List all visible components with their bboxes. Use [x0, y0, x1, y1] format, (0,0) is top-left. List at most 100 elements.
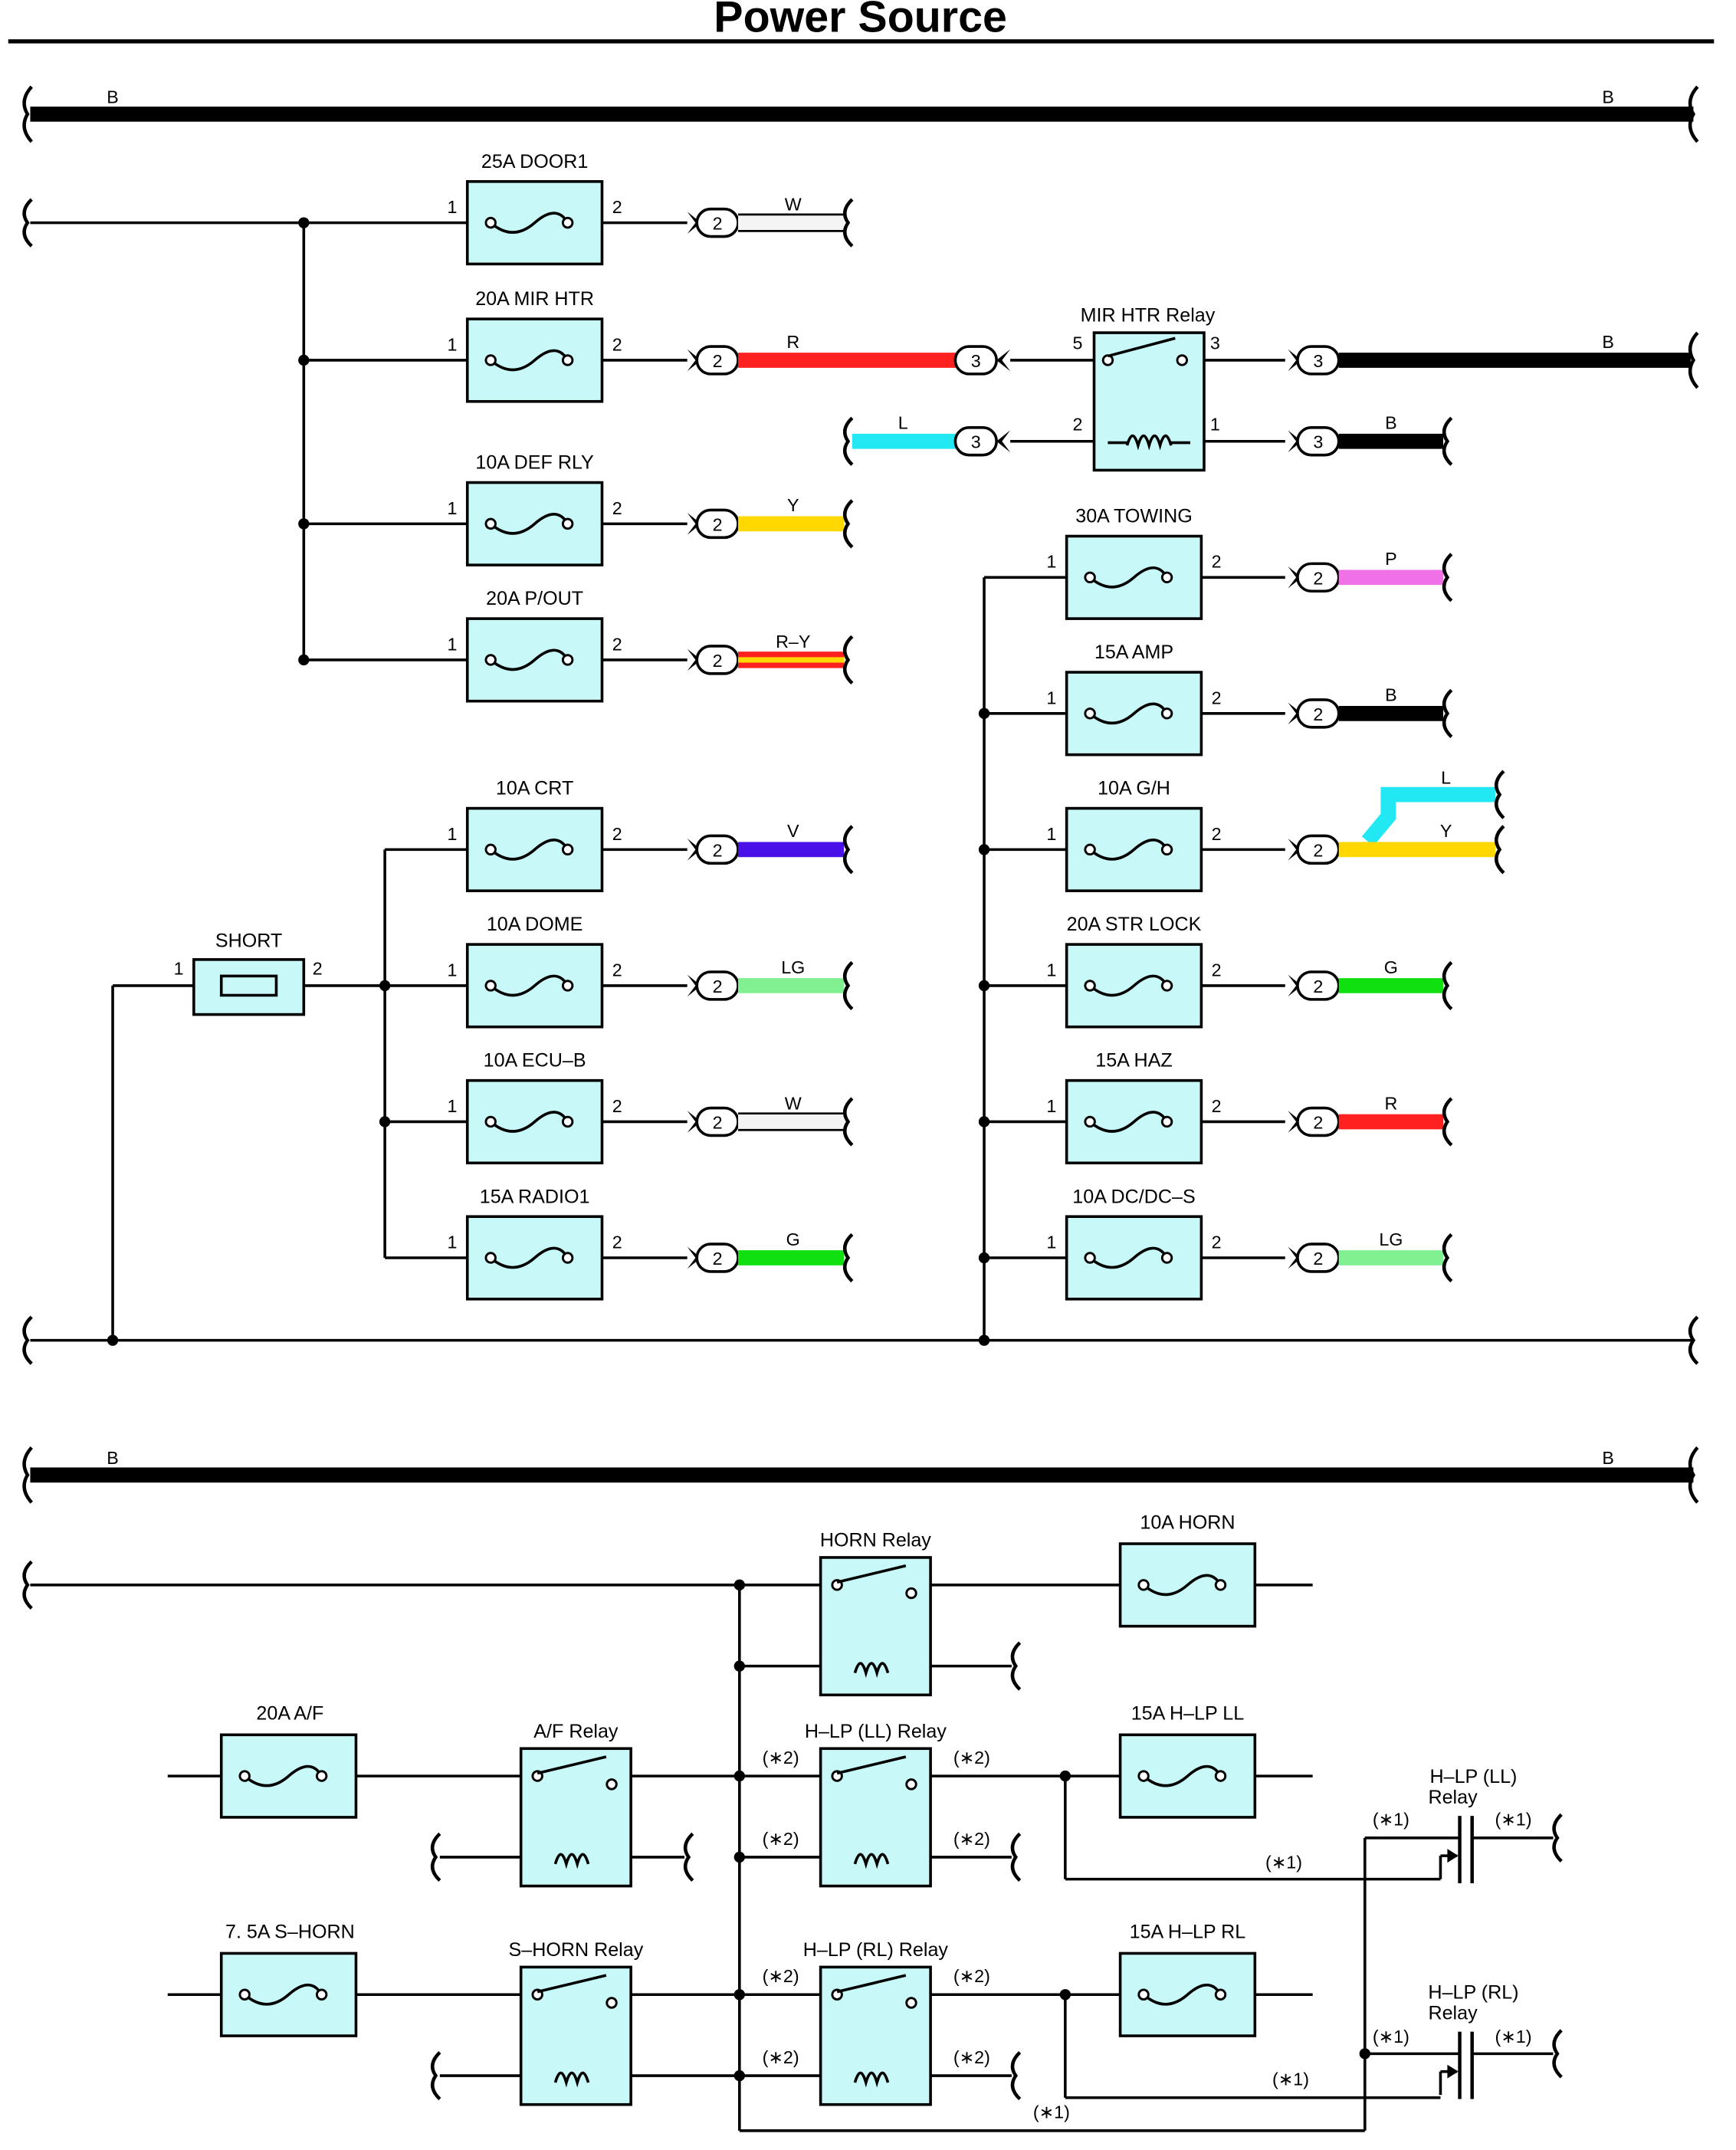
- connector-arrow: [996, 349, 1011, 372]
- wire-L: [1361, 786, 1496, 846]
- pin-number: 3: [1210, 333, 1220, 353]
- wire-break-mark: [22, 1446, 33, 1504]
- fuse-label: 20A STR LOCK: [1067, 914, 1202, 935]
- pin-number: 2: [612, 498, 622, 518]
- fuse-element: [244, 1983, 323, 2006]
- wire-color-label: P: [1385, 549, 1397, 569]
- wire-break-mark: [22, 1315, 33, 1365]
- fuse-contact: [484, 843, 497, 856]
- wire-break-mark: [1010, 1832, 1022, 1882]
- wire-break-mark: [1495, 770, 1505, 819]
- wire-break-mark: [1552, 2029, 1563, 2079]
- pin-number: 5: [1073, 333, 1083, 353]
- relay-label: A/F Relay: [533, 1721, 619, 1742]
- fuse-contact: [484, 654, 497, 666]
- connector-number: 2: [1313, 840, 1323, 860]
- pin-number: 2: [612, 334, 622, 354]
- fuse-element: [1088, 974, 1169, 997]
- note-label: (∗2): [763, 1829, 799, 1849]
- fuse-label: 15A HAZ: [1095, 1050, 1172, 1072]
- relay-label: HORN Relay: [820, 1530, 931, 1551]
- pin-number: 1: [1046, 1096, 1056, 1116]
- junction-dot: [379, 1116, 391, 1128]
- fuse-label: 25A DOOR1: [481, 151, 588, 172]
- fuse-element: [1142, 1574, 1222, 1597]
- pin-number: 2: [1212, 1232, 1222, 1252]
- pin-number: 2: [1212, 960, 1222, 980]
- connector-arrow: [996, 430, 1011, 453]
- wire-break-mark: [1688, 1315, 1699, 1365]
- pin-number: 1: [448, 824, 458, 844]
- fuse-label: 15A RADIO1: [480, 1186, 590, 1207]
- wire-break-mark: [842, 416, 854, 466]
- fuse-element: [1142, 1764, 1222, 1787]
- wire-color-label: R: [1384, 1093, 1397, 1113]
- pin-number: 1: [448, 634, 458, 654]
- wire-break-mark: [1442, 688, 1453, 738]
- relay-arm: [836, 1755, 907, 1775]
- wire-break-mark: [430, 2050, 441, 2101]
- fuse-contact: [1084, 1252, 1096, 1264]
- short-fuse-box: [192, 958, 306, 1016]
- fuse-contact: [238, 1988, 251, 2001]
- connector-number: 2: [713, 977, 723, 996]
- junction-dot: [379, 980, 391, 992]
- note-label: (∗2): [953, 1748, 990, 1768]
- fuse-contact: [561, 843, 574, 856]
- fuse-contact: [561, 517, 574, 530]
- wire-break-mark: [1442, 416, 1453, 466]
- pin-number: 2: [612, 1096, 622, 1116]
- junction-dot: [298, 354, 310, 366]
- fuse-label: 7. 5A S–HORN: [225, 1922, 355, 1943]
- relay-box: [819, 1965, 932, 2106]
- fuse-element: [490, 839, 569, 861]
- connector-number: 2: [1313, 1112, 1323, 1132]
- pin-number: 2: [313, 959, 323, 979]
- note-label: (∗2): [953, 1829, 990, 1849]
- connector-number: 3: [1313, 432, 1323, 452]
- wire-break-mark: [1442, 960, 1453, 1011]
- pin-number: 2: [1212, 688, 1222, 707]
- fuse-label: 10A DC/DC–S: [1072, 1186, 1195, 1207]
- junction-dot: [1359, 2048, 1370, 2060]
- connector: [953, 426, 998, 457]
- junction-dot: [978, 1252, 990, 1264]
- wire-color-label: W: [785, 1093, 802, 1113]
- bus-label: B: [107, 1448, 119, 1468]
- connector-number: 2: [713, 514, 723, 534]
- fuse-contact: [1084, 571, 1096, 584]
- wire-break-mark: [842, 1233, 854, 1283]
- pin-number: 2: [1212, 824, 1222, 844]
- fuse-contact: [1160, 571, 1173, 584]
- pin-number: 2: [612, 824, 622, 844]
- note-label: (∗2): [763, 1748, 799, 1768]
- pin-number: 1: [1046, 688, 1056, 707]
- note-label: (∗1): [1495, 2027, 1531, 2047]
- junction-dot: [978, 707, 990, 720]
- junction-dot: [978, 1116, 990, 1128]
- fuse-label: 10A HORN: [1140, 1512, 1235, 1533]
- junction-dot: [978, 980, 990, 992]
- fuse-label: 10A G/H: [1098, 778, 1170, 799]
- fuse-contact: [561, 1252, 574, 1264]
- note-label: (∗1): [1373, 1810, 1409, 1830]
- wire-color-label: G: [1384, 957, 1398, 977]
- fuse-contact: [1160, 707, 1173, 720]
- wire-break-mark: [842, 499, 854, 549]
- fuse-label: 10A ECU–B: [484, 1050, 586, 1072]
- relay-contact: [605, 1778, 618, 1791]
- fuse-contact: [1137, 1988, 1150, 2001]
- connector-number: 2: [1313, 977, 1323, 996]
- fuse-contact: [561, 980, 574, 992]
- fuse-element: [490, 974, 569, 997]
- wire-color-label: Y: [1440, 821, 1452, 841]
- fuse-element: [244, 1764, 323, 1787]
- junction-dot: [1059, 1770, 1071, 1782]
- wire-color-label: B: [1385, 413, 1397, 433]
- fuse-contact: [1137, 1579, 1150, 1591]
- junction-dot: [298, 654, 310, 666]
- fuse-contact: [1160, 843, 1173, 856]
- fuse-label: 15A H–LP LL: [1131, 1703, 1244, 1725]
- relay-coil: [1125, 434, 1173, 451]
- note-label: (∗2): [763, 1966, 799, 1986]
